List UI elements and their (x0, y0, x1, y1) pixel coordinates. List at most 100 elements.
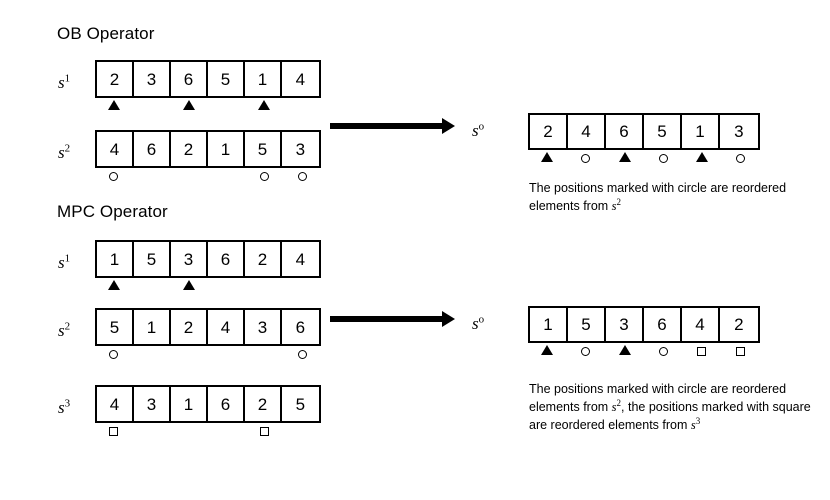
mpc-s2-cell: 6 (281, 310, 319, 344)
ob-s1-marker-empty (283, 100, 321, 114)
mpc-s1-cell: 5 (133, 242, 171, 276)
ob-s2-marker-empty (133, 170, 171, 184)
mpc-s2-marker-circle (95, 348, 133, 362)
ob-out-marker-triangle (683, 152, 722, 166)
caption-mpc-variable-sup: 3 (695, 415, 701, 426)
circle-marker-icon (581, 347, 591, 356)
sequence-label-ob-output: so (472, 120, 485, 140)
ob-s1-cell: 5 (207, 62, 245, 96)
arrow-ob-to-output (330, 117, 455, 135)
sequence-label-mpc-s1: s1 (58, 253, 70, 271)
mpc-s2-marker-empty (246, 348, 284, 362)
sequence-label-mpc-s3-base: s (58, 398, 65, 417)
sequence-label-mpc-s3: s3 (58, 398, 70, 417)
ob-out-marker-triangle (528, 152, 567, 166)
ob-s1-cell: 1 (244, 62, 282, 96)
sequence-label-mpc-s2: s2 (58, 320, 71, 340)
mpc-s3-cell: 4 (97, 387, 134, 421)
sequence-label-mpc-output: so (472, 313, 485, 332)
triangle-marker-icon (618, 345, 631, 355)
ob-s2-cell: 4 (97, 132, 134, 166)
caption-ob-variable: s2 (611, 196, 622, 213)
mpc-s1-marker-empty (283, 280, 321, 294)
sequence-label-ob-s1-base: s (58, 73, 65, 92)
square-marker-icon (697, 347, 707, 356)
mpc-s3-marker-empty (170, 425, 208, 439)
triangle-marker-icon (695, 152, 708, 162)
triangle-marker-icon (107, 100, 120, 110)
caption-mpc-variable: s2 (611, 397, 622, 414)
triangle-marker-icon (107, 280, 120, 290)
mpc-s1-cell: 2 (244, 242, 282, 276)
mpc-out-marker-circle (567, 345, 606, 359)
circle-marker-icon (658, 347, 668, 356)
marker-strip-mpc-s1 (95, 280, 321, 294)
sequence-label-mpc-s2-sup: 2 (64, 320, 71, 333)
mpc-s2-marker-circle (283, 348, 321, 362)
ob-s1-marker-empty (133, 100, 171, 114)
ob-s2-marker-circle (95, 170, 133, 184)
caption-ob: The positions marked with circle are reo… (529, 180, 814, 216)
ob-s1-cell: 2 (97, 62, 134, 96)
ob-out-marker-circle (567, 152, 606, 166)
ob-s1-cell: 3 (133, 62, 171, 96)
triangle-marker-icon (541, 345, 554, 355)
ob-s1-marker-triangle (246, 100, 284, 114)
circle-marker-icon (297, 172, 307, 181)
mpc-s3-cell: 1 (170, 387, 208, 421)
ob-s2-marker-empty (170, 170, 208, 184)
mpc-out-marker-square (683, 345, 722, 359)
ob-s2-cell: 5 (244, 132, 282, 166)
circle-marker-icon (297, 350, 307, 359)
ob-s1-cell: 4 (281, 62, 319, 96)
mpc-out-marker-square (721, 345, 760, 359)
caption-mpc-variable: s3 (690, 415, 701, 432)
mpc-s3-marker-square (95, 425, 133, 439)
sequence-label-ob-s1: s1 (58, 73, 70, 92)
ob-s2-marker-circle (283, 170, 321, 184)
caption-ob-text: The positions marked with circle are reo… (529, 181, 787, 213)
marker-strip-mpc-output (528, 345, 760, 359)
mpc-out-cell: 1 (530, 308, 568, 341)
marker-strip-ob-s2 (95, 170, 321, 184)
ob-s1-marker-triangle (170, 100, 208, 114)
caption-mpc: The positions marked with circle are reo… (529, 381, 821, 434)
sequence-label-ob-s2-base: s (58, 143, 65, 162)
circle-marker-icon (581, 154, 591, 163)
mpc-s1-marker-triangle (170, 280, 208, 294)
mpc-s1-marker-empty (133, 280, 171, 294)
mpc-s1-cell: 4 (281, 242, 319, 276)
mpc-s1-marker-empty (246, 280, 284, 294)
triangle-marker-icon (183, 280, 196, 290)
mpc-out-cell: 4 (681, 308, 720, 341)
triangle-marker-icon (618, 152, 631, 162)
ob-out-cell: 2 (530, 115, 568, 148)
sequence-label-mpc-s2-base: s (58, 321, 65, 340)
ob-s1-marker-triangle (95, 100, 133, 114)
sequence-label-ob-s2-sup: 2 (64, 142, 71, 155)
mpc-s3-cell: 6 (207, 387, 245, 421)
caption-mpc-text: The positions marked with circle are reo… (529, 382, 787, 414)
triangle-marker-icon (183, 100, 196, 110)
marker-strip-mpc-s2 (95, 348, 321, 362)
ob-s2-cell: 1 (207, 132, 245, 166)
sequence-label-ob-output-sup: o (478, 120, 485, 133)
sequence-label-mpc-output-sup: o (478, 313, 485, 326)
mpc-s2-cell: 4 (207, 310, 245, 344)
caption-ob-variable-sup: 2 (616, 196, 622, 207)
sequence-label-ob-output-base: s (472, 121, 479, 140)
mpc-out-cell: 2 (719, 308, 758, 341)
mpc-s3-marker-empty (208, 425, 246, 439)
ob-out-cell: 5 (643, 115, 682, 148)
mpc-s1-cell: 6 (207, 242, 245, 276)
mpc-out-cell: 3 (605, 308, 644, 341)
circle-marker-icon (658, 154, 668, 163)
square-marker-icon (259, 427, 269, 436)
